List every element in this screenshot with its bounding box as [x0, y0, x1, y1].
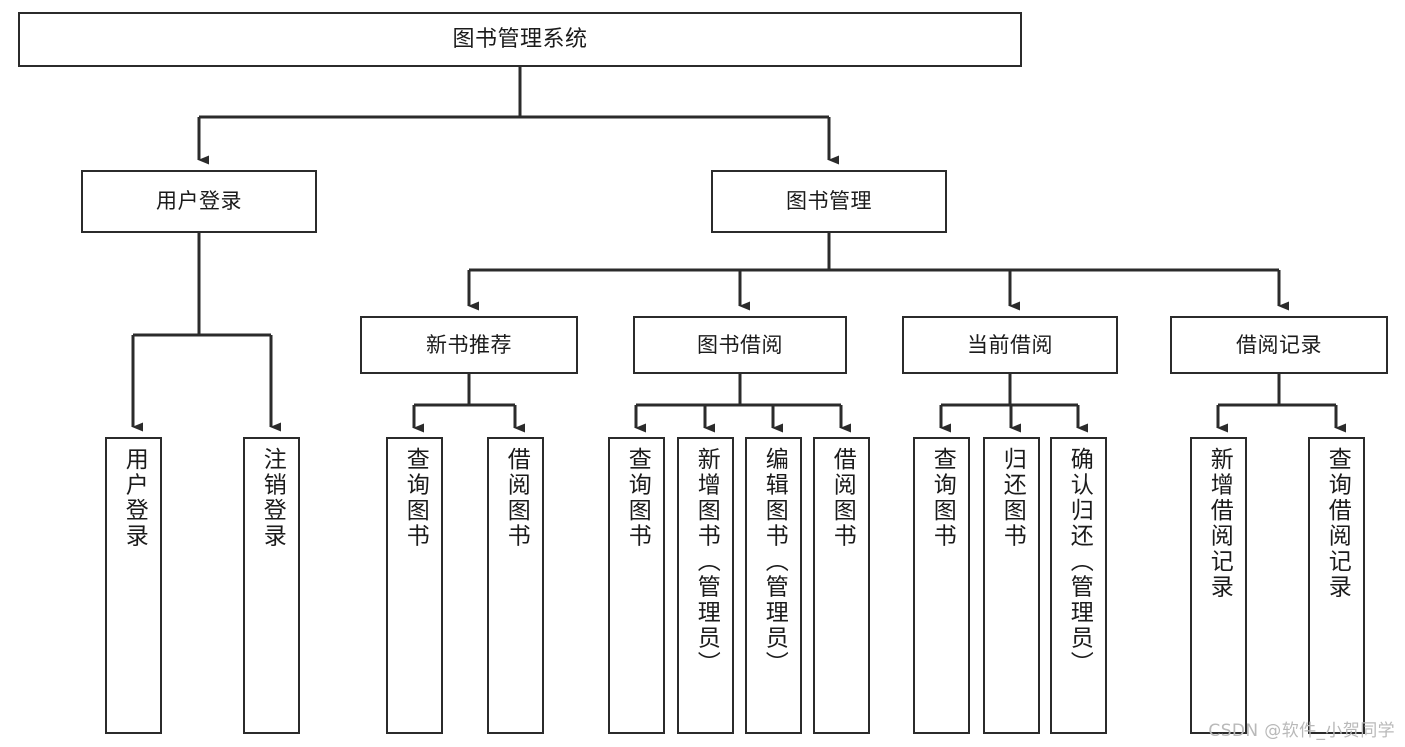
leaf-user-login[interactable]: 用户登录 [105, 437, 162, 734]
leaf-add-book-admin[interactable]: 新增图书（管理员） [677, 437, 734, 734]
leaf-query-book-current-label: 查询图书 [929, 447, 956, 549]
node-book-management-label: 图书管理 [786, 189, 872, 214]
leaf-edit-book-admin[interactable]: 编辑图书（管理员） [745, 437, 802, 734]
leaf-borrow-book[interactable]: 借阅图书 [813, 437, 870, 734]
leaf-logout-label: 注销登录 [259, 447, 286, 549]
leaf-query-book-recommend-label: 查询图书 [402, 447, 429, 549]
leaf-query-book-current[interactable]: 查询图书 [913, 437, 970, 734]
leaf-query-book-recommend[interactable]: 查询图书 [386, 437, 443, 734]
node-root-label: 图书管理系统 [452, 26, 588, 52]
leaf-return-book-label: 归还图书 [999, 447, 1026, 549]
watermark: CSDN @软件_小贺同学 [1208, 721, 1395, 741]
leaf-logout[interactable]: 注销登录 [243, 437, 300, 734]
leaf-return-book[interactable]: 归还图书 [983, 437, 1040, 734]
leaf-query-book-borrow-label: 查询图书 [624, 447, 651, 549]
leaf-user-login-label: 用户登录 [121, 447, 148, 549]
leaf-query-book-borrow[interactable]: 查询图书 [608, 437, 665, 734]
node-new-book-recommend[interactable]: 新书推荐 [360, 316, 578, 374]
leaf-add-borrow-record[interactable]: 新增借阅记录 [1190, 437, 1247, 734]
leaf-query-borrow-record-label: 查询借阅记录 [1324, 447, 1351, 600]
node-borrow-record-label: 借阅记录 [1236, 332, 1322, 357]
node-root[interactable]: 图书管理系统 [18, 12, 1022, 67]
leaf-borrow-book-label: 借阅图书 [829, 447, 856, 549]
node-book-management[interactable]: 图书管理 [711, 170, 947, 233]
node-borrow-record[interactable]: 借阅记录 [1170, 316, 1388, 374]
node-current-borrow[interactable]: 当前借阅 [902, 316, 1118, 374]
node-book-borrow-label: 图书借阅 [697, 332, 783, 357]
leaf-borrow-book-recommend[interactable]: 借阅图书 [487, 437, 544, 734]
node-current-borrow-label: 当前借阅 [967, 332, 1053, 357]
leaf-borrow-book-recommend-label: 借阅图书 [503, 447, 530, 549]
leaf-confirm-return-admin[interactable]: 确认归还（管理员） [1050, 437, 1107, 734]
node-new-book-recommend-label: 新书推荐 [426, 332, 512, 357]
leaf-edit-book-admin-label: 编辑图书（管理员） [761, 447, 788, 677]
leaf-query-borrow-record[interactable]: 查询借阅记录 [1308, 437, 1365, 734]
leaf-add-book-admin-label: 新增图书（管理员） [693, 447, 720, 677]
leaf-confirm-return-admin-label: 确认归还（管理员） [1066, 447, 1093, 677]
node-user-login[interactable]: 用户登录 [81, 170, 317, 233]
node-user-login-label: 用户登录 [156, 189, 242, 214]
leaf-add-borrow-record-label: 新增借阅记录 [1206, 447, 1233, 600]
node-book-borrow[interactable]: 图书借阅 [633, 316, 847, 374]
